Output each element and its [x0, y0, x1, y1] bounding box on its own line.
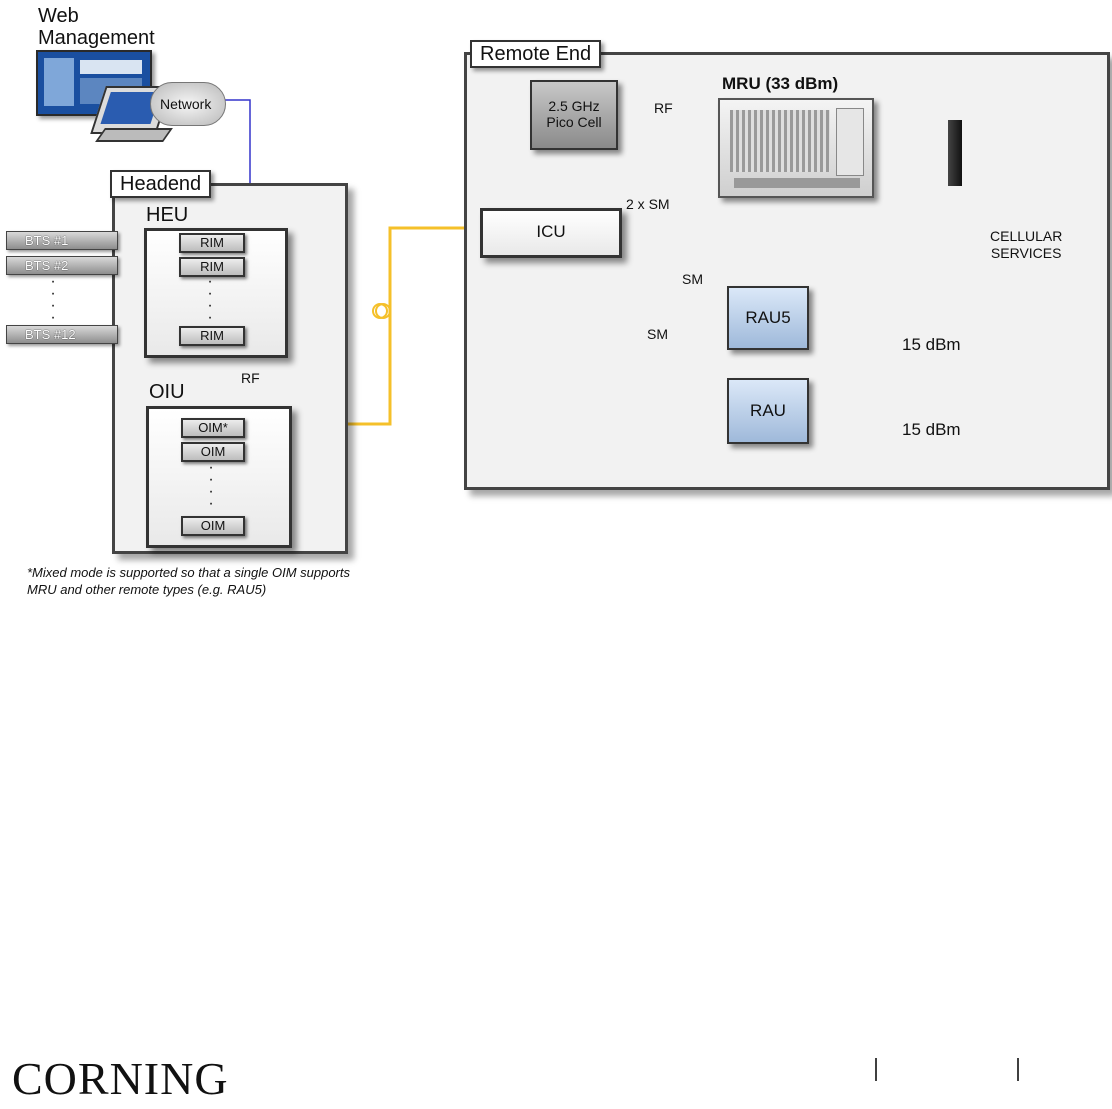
two-sm-label: 2 x SM	[626, 196, 670, 212]
pico-cell-box: 2.5 GHz Pico Cell	[530, 80, 618, 150]
splitter-icon	[948, 120, 962, 186]
headend-title: Headend	[110, 170, 212, 198]
rau5-power-label: 15 dBm	[902, 335, 961, 354]
bts-ellipsis: ····	[50, 273, 56, 326]
rim-slot: RIM	[179, 257, 245, 277]
laptop-base	[95, 128, 173, 142]
rim-slot: RIM	[179, 233, 245, 253]
mru-unit	[718, 98, 874, 198]
rau-unit: RAU	[727, 378, 809, 444]
bts-box: BTS #2	[6, 256, 118, 275]
rim-slot: RIM	[179, 326, 245, 346]
sm-label-rau: SM	[647, 326, 668, 342]
mru-vent	[730, 110, 830, 172]
footnote: *Mixed mode is supported so that a singl…	[27, 565, 350, 597]
network-cloud-icon: Network	[150, 82, 226, 126]
oiu-label: OIU	[149, 381, 185, 403]
bts-box: BTS #12	[6, 325, 118, 344]
sm-label-rau5: SM	[682, 271, 703, 287]
rim-ellipsis: ····	[207, 273, 213, 326]
rau5-unit: RAU5	[727, 286, 809, 350]
oim-slot: OIM*	[181, 418, 245, 438]
icu-label: ICU	[536, 222, 566, 241]
mru-side-panel	[836, 108, 864, 176]
pico-rf-label: RF	[654, 100, 673, 116]
oim-ellipsis: ····	[208, 459, 214, 512]
icu-unit: ICU	[480, 208, 622, 258]
network-label: Network	[160, 96, 212, 112]
oim-slot: OIM	[181, 442, 245, 462]
mru-ports	[734, 178, 860, 188]
heu-label: HEU	[146, 204, 189, 226]
rau-power-label: 15 dBm	[902, 420, 961, 439]
remote-end-title: Remote End	[470, 40, 602, 68]
corning-logo: CORNING	[12, 1053, 229, 1104]
mru-label: MRU (33 dBm)	[722, 74, 839, 93]
headend-rf-label: RF	[241, 370, 260, 386]
oim-slot: OIM	[181, 516, 245, 536]
bts-box: BTS #1	[6, 231, 118, 250]
